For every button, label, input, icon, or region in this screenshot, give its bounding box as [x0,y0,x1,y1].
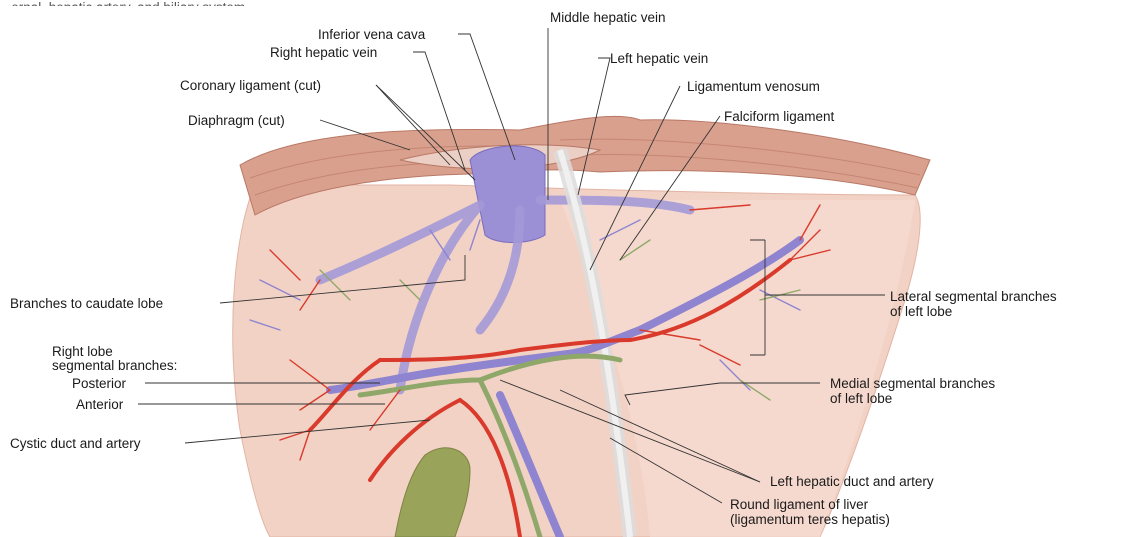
label-round-ligament-2: (ligamentum teres hepatis) [730,512,890,527]
label-left-hepatic-vein: Left hepatic vein [610,51,708,66]
label-cystic-duct: Cystic duct and artery [10,436,141,451]
label-coronary-ligament: Coronary ligament (cut) [180,78,321,93]
label-ligamentum-venosum: Ligamentum venosum [687,79,820,94]
label-lateral-segmental-2: of left lobe [890,304,952,319]
label-diaphragm: Diaphragm (cut) [188,113,285,128]
label-medial-segmental-1: Medial segmental branches [830,376,995,391]
label-right-lobe-1: Right lobe [52,344,113,359]
label-branches-caudate: Branches to caudate lobe [10,296,163,311]
label-lateral-segmental-1: Lateral segmental branches [890,289,1057,304]
label-middle-hepatic-vein: Middle hepatic vein [550,10,666,25]
label-medial-segmental-2: of left lobe [830,391,892,406]
label-anterior: Anterior [76,397,123,412]
label-right-lobe-2: segmental branches: [52,358,177,373]
label-posterior: Posterior [72,376,126,391]
label-inferior-vena-cava: Inferior vena cava [318,27,425,42]
label-right-hepatic-vein: Right hepatic vein [270,45,377,60]
label-left-hepatic-duct: Left hepatic duct and artery [770,474,934,489]
header-fragment: ...ernal, hepatic artery, and biliary sy… [0,0,560,6]
label-round-ligament-1: Round ligament of liver [730,497,868,512]
label-falciform-ligament: Falciform ligament [724,109,834,124]
